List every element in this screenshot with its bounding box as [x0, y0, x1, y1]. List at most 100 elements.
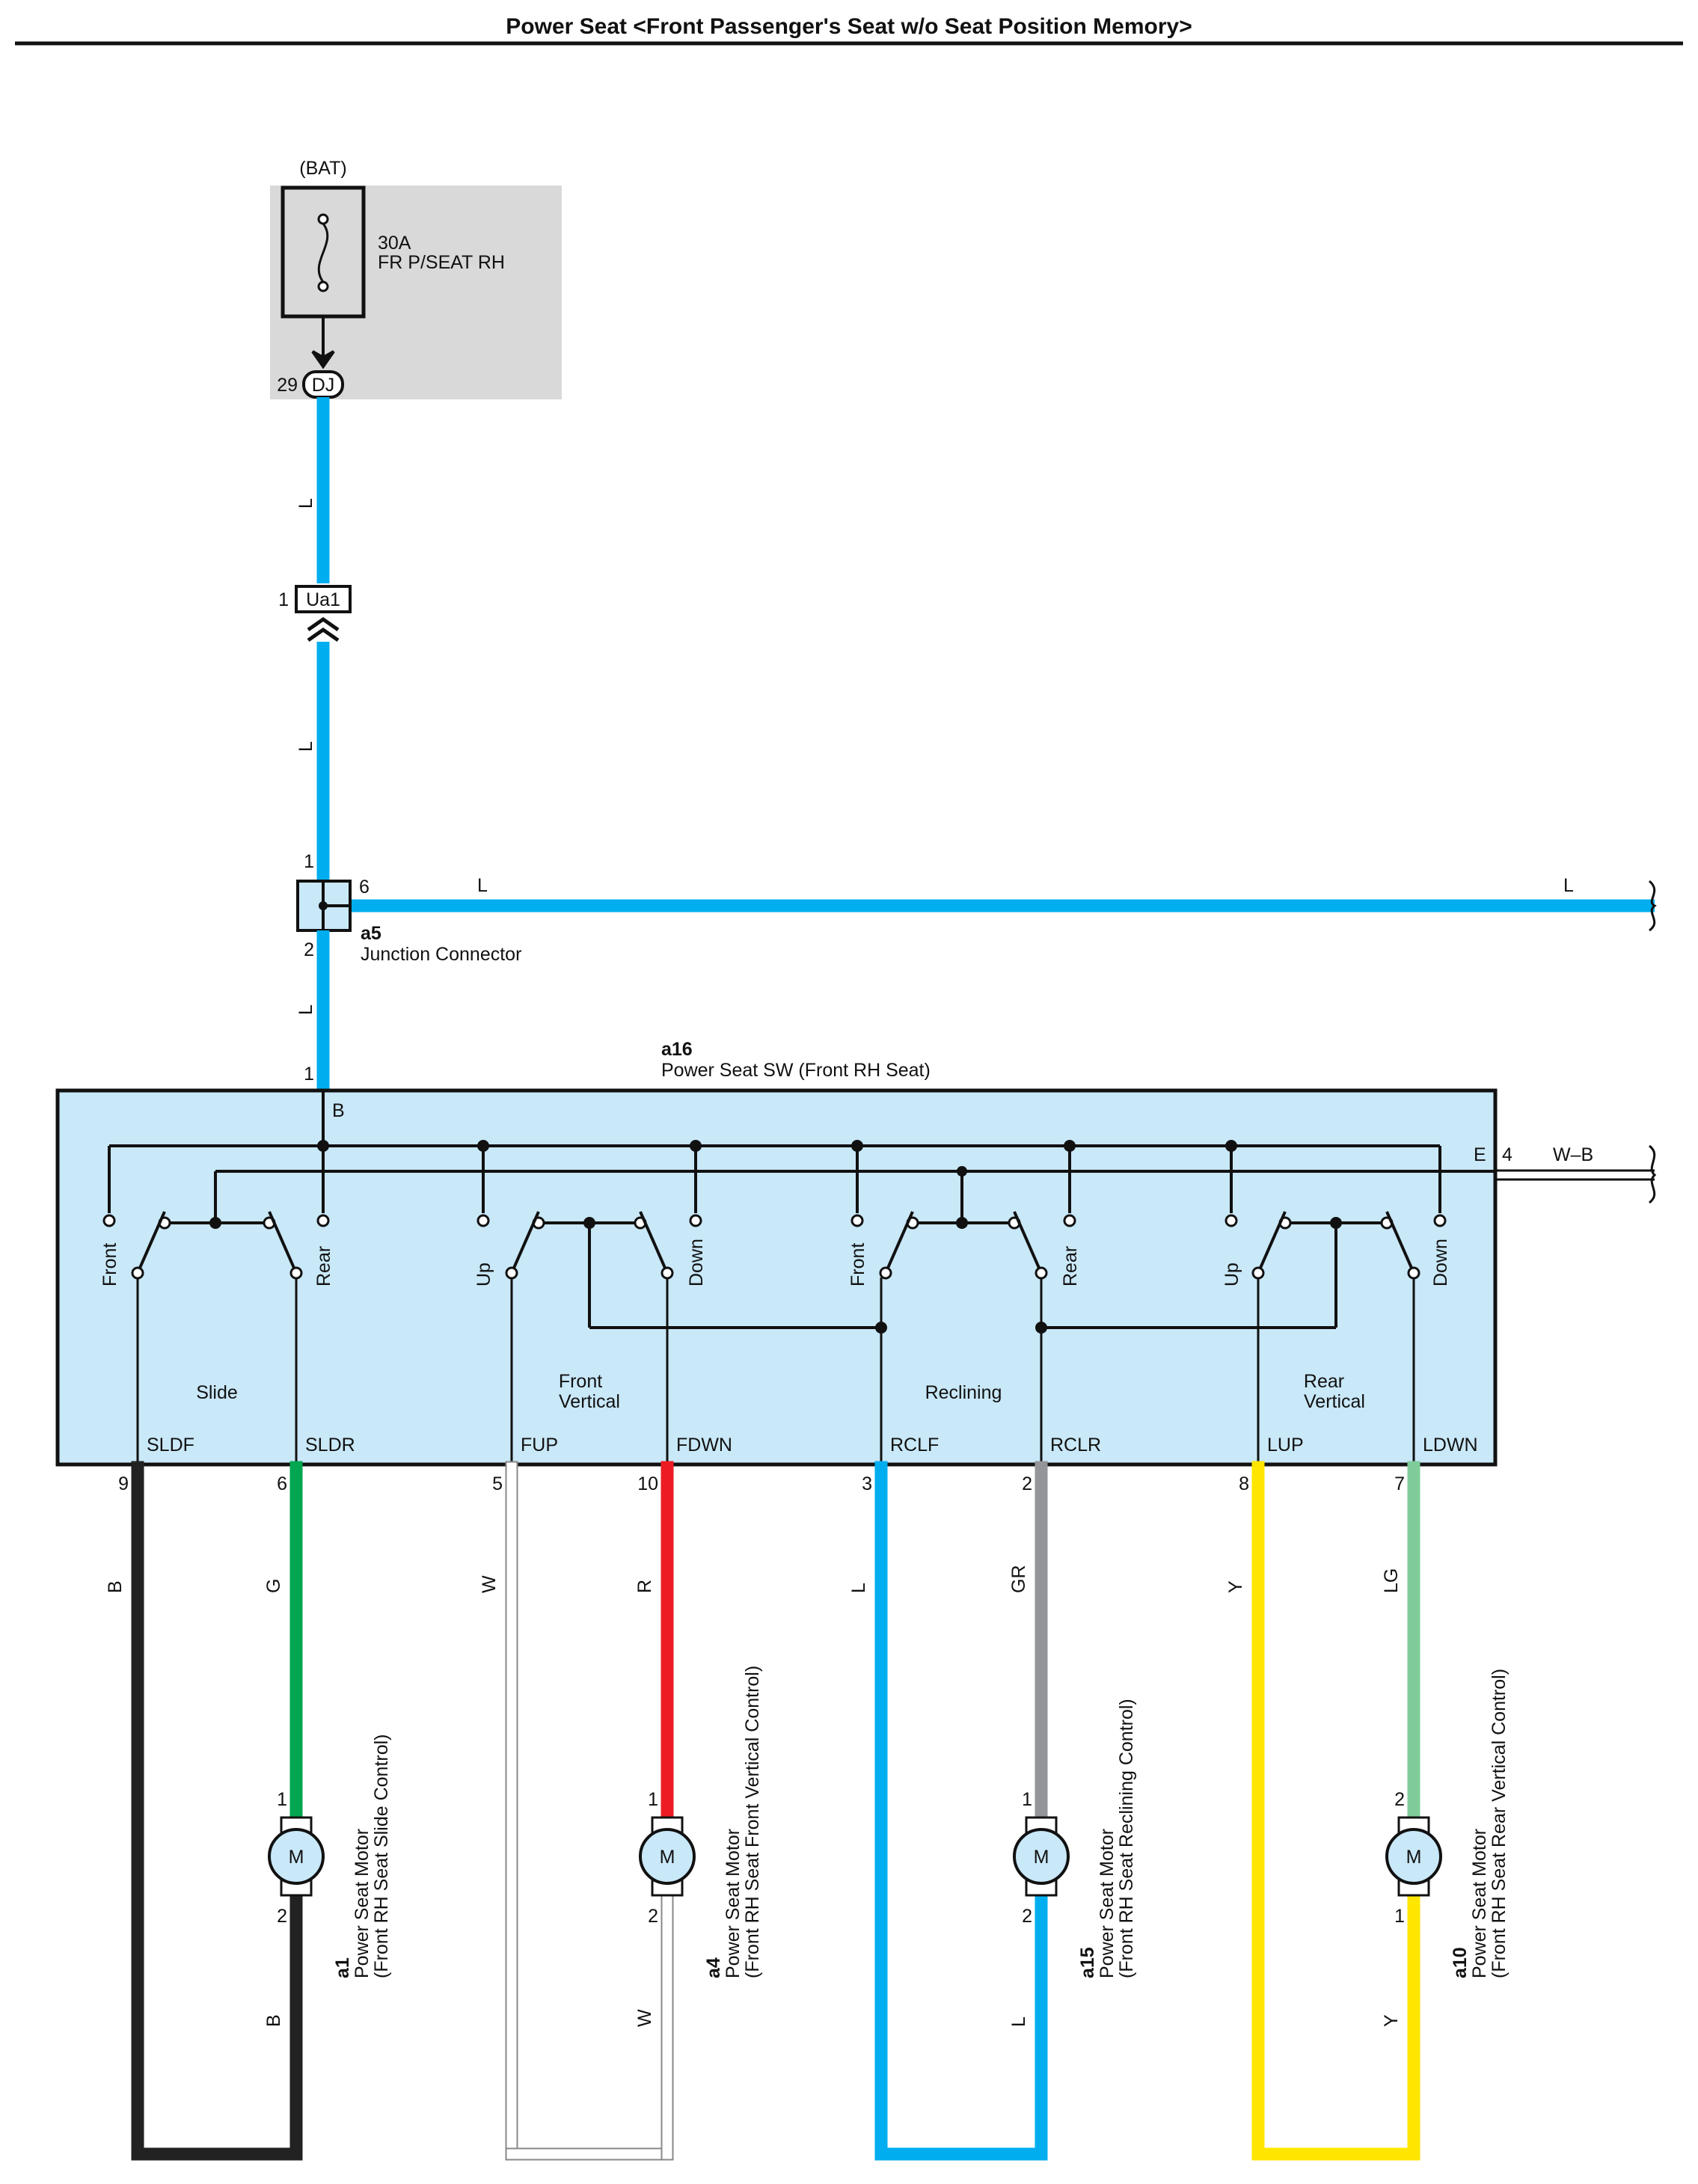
- contact-top-3: [689, 1214, 702, 1227]
- contact-top-4: [850, 1214, 864, 1227]
- wire-label-branch-1: L: [477, 875, 488, 896]
- ground-wire-label: W–B: [1553, 1144, 1593, 1165]
- fuse-rating: 30A: [378, 233, 411, 254]
- terminal-pin-10: 10: [637, 1473, 658, 1494]
- fuse-box-area: [270, 185, 562, 399]
- wire-color-sldr: G: [263, 1579, 284, 1593]
- terminal-pin-7: 7: [1394, 1473, 1405, 1494]
- blade-right-2: [1013, 1211, 1043, 1274]
- wire-color-fdwn: R: [634, 1580, 655, 1593]
- motor-desc-a1: (Front RH Seat Slide Control): [371, 1734, 392, 1978]
- pivot-right-3: [1407, 1266, 1420, 1280]
- wire-color-return-1: W: [634, 2009, 655, 2027]
- wire-label-l-1: L: [295, 498, 316, 509]
- contact-label-2: Up: [473, 1263, 494, 1286]
- switch-name: Power Seat SW (Front RH Seat): [661, 1060, 931, 1081]
- wire-color-ldwn: LG: [1381, 1568, 1402, 1593]
- chevron-up-icon: [307, 616, 340, 642]
- blade-right-1: [639, 1211, 669, 1274]
- motor-desc-a4: (Front RH Seat Front Vertical Control): [742, 1666, 763, 1978]
- bus-node-1: [477, 1140, 489, 1152]
- motor-icon-a10: [1385, 1828, 1442, 1885]
- terminal-pin-5: 5: [492, 1473, 503, 1494]
- contact-label-4: Front: [848, 1243, 868, 1286]
- motor-symbol-a10: M: [1406, 1847, 1422, 1868]
- common-node-0: [209, 1217, 221, 1229]
- connector-arrow-icon: [311, 350, 335, 369]
- section-label-rear-vertical-1: Rear: [1304, 1371, 1344, 1392]
- contact-top-7: [1433, 1214, 1447, 1227]
- pivot-left-0: [131, 1266, 144, 1280]
- motor-icon-a15: [1013, 1828, 1070, 1885]
- ground-break-icon: [1648, 1144, 1657, 1204]
- motor-name-a15: Power Seat Motor: [1097, 1829, 1118, 1978]
- wire-color-sldf: B: [105, 1580, 126, 1593]
- motor-code-a15: a15: [1077, 1947, 1098, 1978]
- switch-term-b: B: [332, 1100, 345, 1121]
- motor-pin-bottom-a1: 2: [277, 1906, 287, 1927]
- section-label-front-vertical-1: Front: [559, 1371, 602, 1392]
- ground-node-recline: [957, 1166, 967, 1177]
- junction-code: a5: [361, 923, 381, 944]
- contact-label-0: Front: [99, 1243, 120, 1286]
- wire-color-rclr: GR: [1008, 1565, 1029, 1594]
- ground-wire: [1495, 1144, 1657, 1204]
- junction-name: Junction Connector: [361, 944, 521, 965]
- connector-ua1-label: Ua1: [306, 589, 340, 610]
- motor-pin-bottom-a10: 1: [1394, 1906, 1405, 1927]
- common-node-2: [956, 1217, 968, 1229]
- connector-dj-label: DJ: [312, 375, 335, 396]
- section-label-slide: Slide: [196, 1382, 238, 1403]
- connector-dj-pin: 29: [277, 375, 298, 396]
- blade-left-1: [510, 1211, 540, 1274]
- bus-node-2: [690, 1140, 702, 1152]
- contact-top-0: [102, 1214, 116, 1227]
- contact-label-3: Down: [686, 1239, 707, 1286]
- terminal-pin-6: 6: [277, 1473, 287, 1494]
- junction-pin-top: 1: [304, 851, 314, 872]
- blade-left-3: [1257, 1211, 1287, 1274]
- bus-node-3: [851, 1140, 863, 1152]
- wire-color-return-0: B: [263, 2014, 284, 2027]
- blade-left-0: [136, 1211, 166, 1274]
- motor-code-a4: a4: [703, 1957, 724, 1978]
- terminal-name-sldf: SLDF: [147, 1435, 194, 1456]
- battery-label: (BAT): [299, 158, 346, 179]
- page-title: Power Seat <Front Passenger's Seat w/o S…: [506, 14, 1192, 39]
- contact-label-7: Down: [1430, 1239, 1451, 1286]
- wire-color-return-2: L: [1008, 2016, 1029, 2027]
- terminal-pin-9: 9: [118, 1473, 129, 1494]
- motor-pin-top-a4: 1: [648, 1789, 658, 1810]
- blade-left-2: [884, 1211, 914, 1274]
- pivot-left-2: [879, 1266, 892, 1280]
- terminal-name-ldwn: LDWN: [1423, 1435, 1478, 1456]
- motor-name-a4: Power Seat Motor: [723, 1829, 744, 1978]
- continuation-break-icon: [1648, 880, 1657, 932]
- wire-label-l-3: L: [295, 1004, 316, 1015]
- motor-pin-top-a15: 1: [1022, 1789, 1032, 1810]
- wire-label-l-2: L: [295, 741, 316, 752]
- motor-symbol-a15: M: [1034, 1847, 1049, 1868]
- bus-node-5: [1225, 1140, 1237, 1152]
- terminal-pin-3: 3: [862, 1473, 872, 1494]
- pivot-right-0: [289, 1266, 303, 1280]
- terminal-name-sldr: SLDR: [305, 1435, 355, 1456]
- motor-pin-top-a1: 1: [277, 1789, 287, 1810]
- motor-desc-a15: (Front RH Seat Reclining Control): [1116, 1699, 1137, 1978]
- contact-top-6: [1225, 1214, 1238, 1227]
- contact-label-1: Rear: [313, 1246, 334, 1286]
- wire-color-lup: Y: [1225, 1580, 1246, 1593]
- section-label-reclining: Reclining: [925, 1382, 1002, 1403]
- fuse-terminal-top: [317, 213, 329, 225]
- blade-right-3: [1385, 1211, 1415, 1274]
- switch-code: a16: [661, 1039, 693, 1060]
- terminal-name-rclr: RCLR: [1050, 1435, 1101, 1456]
- pivot-right-1: [660, 1266, 674, 1280]
- contact-top-2: [476, 1214, 490, 1227]
- section-label-rear-vertical-2: Vertical: [1304, 1391, 1365, 1412]
- motor-symbol-a4: M: [660, 1847, 675, 1868]
